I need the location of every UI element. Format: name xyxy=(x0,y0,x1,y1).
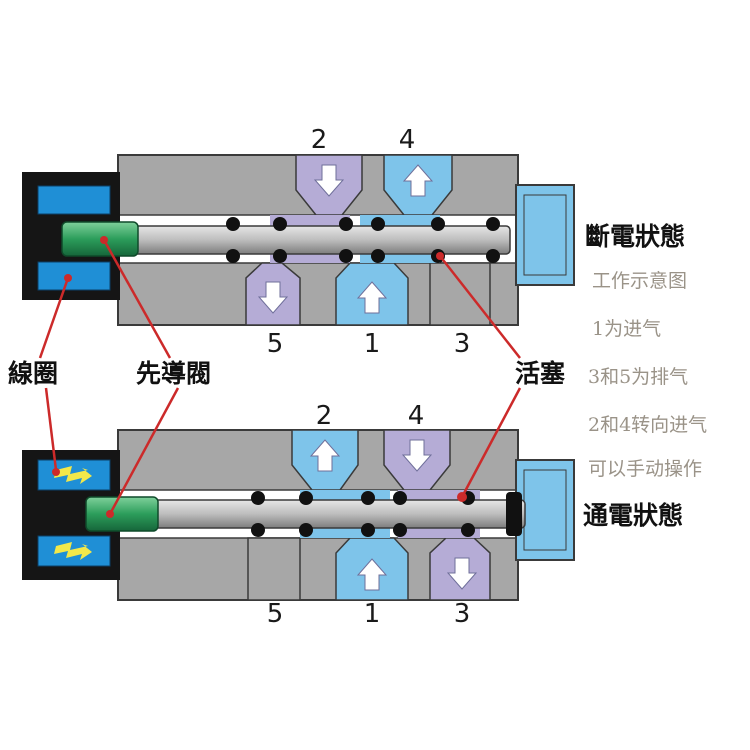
pilot-pointer-top xyxy=(102,239,172,359)
note-line-2: 1为进气 xyxy=(592,318,661,340)
top-arrow-2-down xyxy=(313,164,345,197)
top-oring xyxy=(486,249,500,263)
pilot-pointer-dot xyxy=(100,236,108,244)
bottom-oring xyxy=(251,491,265,505)
top-arrow-5-down xyxy=(257,281,289,314)
bottom-oring xyxy=(393,491,407,505)
bottom-arrow-3-down xyxy=(446,557,478,590)
piston-pointer-dot xyxy=(457,492,467,502)
pilot-valve-label: 先導閥 xyxy=(136,359,211,388)
top-port-label-4: 4 xyxy=(399,125,416,155)
bottom-pilot-core xyxy=(85,496,159,532)
bottom-oring xyxy=(251,523,265,537)
pilot-pointer-dot xyxy=(106,510,114,518)
bottom-oring xyxy=(393,523,407,537)
coil-pointer-dot xyxy=(52,468,60,476)
note-line-1: 工作示意图 xyxy=(592,270,687,292)
note-line-4: 2和4转向进气 xyxy=(588,414,707,436)
bottom-arrow-2-up xyxy=(309,439,341,472)
bottom-oring xyxy=(299,523,313,537)
bottom-arrow-1-up xyxy=(356,558,388,591)
callout-lines xyxy=(38,239,522,515)
pilot-pointer-bottom xyxy=(108,387,180,515)
bottom-port-label-3: 3 xyxy=(454,599,471,629)
bottom-rod-stop xyxy=(506,492,522,536)
bottom-port-label-4: 4 xyxy=(408,401,425,431)
bottom-port-5-channel xyxy=(247,537,301,601)
top-port-label-1: 1 xyxy=(364,329,381,359)
coil-pointer-dot xyxy=(64,274,72,282)
bottom-oring xyxy=(361,523,375,537)
top-coil-winding xyxy=(37,261,111,291)
top-oring xyxy=(486,217,500,231)
bottom-state-label: 通電狀態 xyxy=(583,501,683,530)
bottom-oring xyxy=(461,523,475,537)
top-oring xyxy=(431,217,445,231)
top-oring xyxy=(371,249,385,263)
top-pilot-core xyxy=(61,221,139,257)
top-oring xyxy=(273,217,287,231)
top-arrow-1-up xyxy=(356,281,388,314)
piston-pointer-dot xyxy=(436,252,444,260)
top-valve: 2 4 5 1 3 斷電狀態 xyxy=(22,125,685,359)
piston-pointer-top xyxy=(439,255,521,359)
top-oring xyxy=(273,249,287,263)
top-oring xyxy=(226,249,240,263)
coil-pointer-top xyxy=(38,277,70,359)
bottom-oring xyxy=(361,491,375,505)
top-state-label: 斷電狀態 xyxy=(585,222,685,251)
bottom-port-label-5: 5 xyxy=(267,599,284,629)
lightning-bolt-icon xyxy=(54,466,92,484)
coil-pointer-bottom xyxy=(44,387,58,471)
note-line-5: 可以手动操作 xyxy=(588,458,702,480)
top-coil-winding xyxy=(37,185,111,215)
top-spool-rod xyxy=(119,225,511,255)
top-oring xyxy=(339,217,353,231)
bottom-arrow-4-down xyxy=(401,439,433,472)
piston-label: 活塞 xyxy=(515,359,565,388)
top-end-cap-inner xyxy=(523,194,567,276)
top-port-label-5: 5 xyxy=(267,329,284,359)
bottom-port-label-2: 2 xyxy=(316,401,333,431)
top-arrow-4-up xyxy=(402,164,434,197)
top-port-label-3: 3 xyxy=(454,329,471,359)
bottom-oring xyxy=(299,491,313,505)
bottom-port-label-1: 1 xyxy=(364,599,381,629)
top-port-3-channel xyxy=(429,262,491,326)
top-port-label-2: 2 xyxy=(311,125,328,155)
note-line-3: 3和5为排气 xyxy=(588,366,688,388)
top-end-cap xyxy=(515,184,575,286)
top-oring xyxy=(339,249,353,263)
lightning-bolt-icon xyxy=(54,542,92,560)
top-oring xyxy=(226,217,240,231)
top-oring xyxy=(371,217,385,231)
piston-pointer-bottom xyxy=(460,387,522,498)
coil-label: 線圈 xyxy=(8,359,58,388)
bottom-valve: 2 4 5 1 3 通電狀態 xyxy=(22,401,683,629)
